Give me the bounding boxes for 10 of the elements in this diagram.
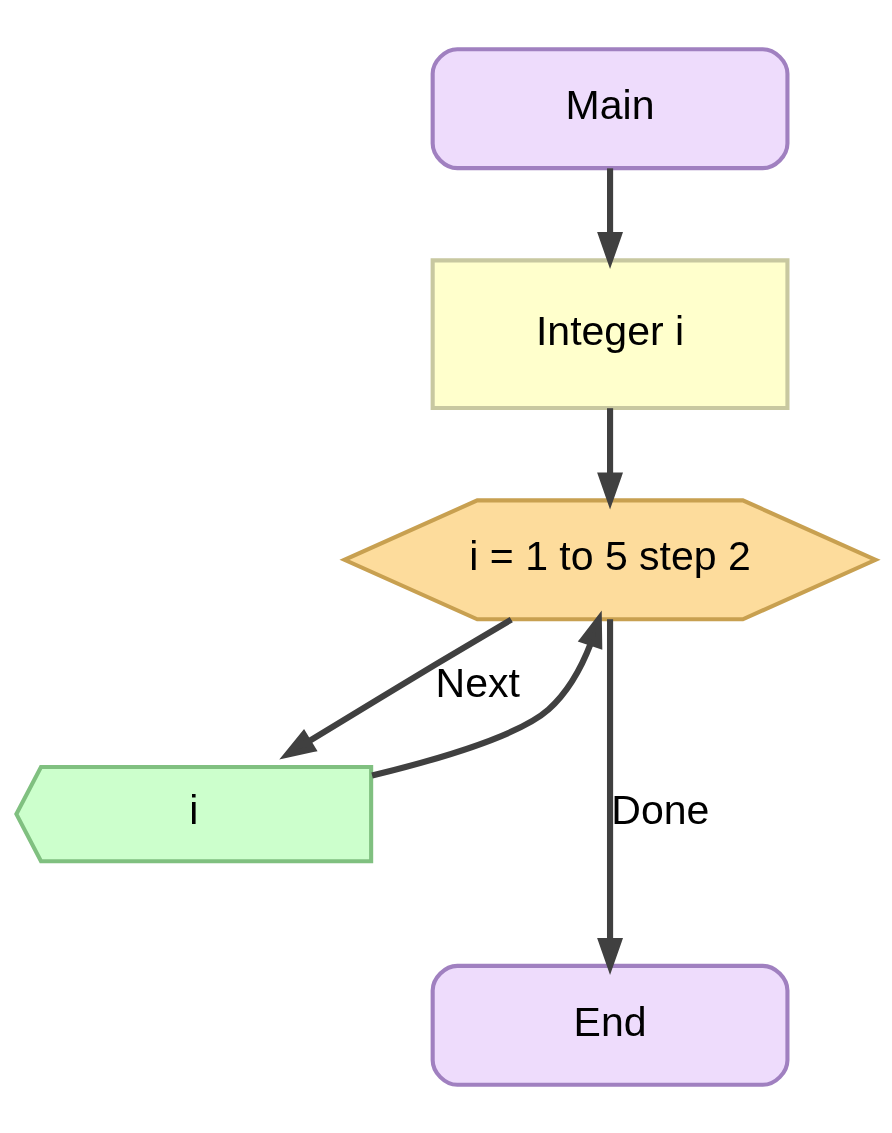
node-box: Integer i	[430, 257, 790, 410]
arrow	[597, 618, 623, 975]
arrow	[597, 407, 623, 510]
edge-label: Next	[435, 659, 520, 706]
edge-label: Done	[611, 786, 710, 833]
node-box: End	[430, 963, 790, 1087]
node-box: Main	[430, 46, 790, 170]
arrow	[371, 610, 603, 779]
arrow	[279, 616, 513, 759]
arrow	[597, 167, 623, 269]
